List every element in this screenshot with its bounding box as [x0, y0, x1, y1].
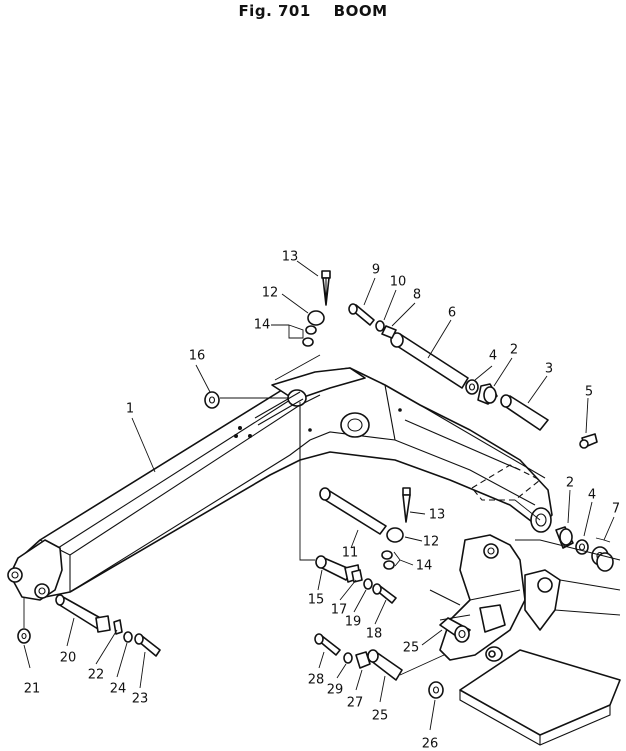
callout-2: 2 [510, 343, 518, 358]
bolt-13-upper [321, 270, 331, 306]
plate-22 [113, 619, 123, 635]
washer-24 [123, 631, 133, 643]
bolt-23 [134, 633, 161, 657]
nut-14d [383, 560, 395, 570]
callout-23: 23 [132, 692, 149, 707]
leader-lines [23, 260, 615, 731]
callout-12: 12 [423, 535, 440, 550]
bushing-2-upper [477, 383, 498, 405]
callout-29: 29 [327, 683, 344, 698]
callout-4: 4 [588, 488, 596, 503]
callout-7: 7 [612, 502, 620, 517]
bushing-2-lower [555, 526, 574, 549]
washer-4-upper [465, 379, 479, 395]
callout-16: 16 [189, 349, 206, 364]
callout-27: 27 [347, 696, 364, 711]
callout-25: 25 [372, 709, 389, 724]
collar-12-lower [386, 527, 404, 543]
pin-11 [319, 487, 387, 535]
bolt-9 [348, 303, 375, 326]
boom-body [7, 367, 553, 601]
callout-5: 5 [585, 385, 593, 400]
callout-26: 26 [422, 737, 439, 751]
callout-15: 15 [308, 593, 325, 608]
callout-12: 12 [262, 286, 279, 301]
washer-16 [204, 391, 220, 409]
callout-25: 25 [403, 641, 420, 656]
callout-14: 14 [254, 318, 271, 333]
callout-3: 3 [545, 362, 553, 377]
callout-8: 8 [413, 288, 421, 303]
nut-14c [381, 550, 393, 560]
nut-14a [305, 325, 317, 335]
plate-8 [381, 325, 397, 339]
callout-22: 22 [88, 668, 105, 683]
callout-4: 4 [489, 349, 497, 364]
bolt-28 [314, 633, 341, 656]
callout-10: 10 [390, 275, 407, 290]
callout-21: 21 [24, 682, 41, 697]
bolt-18 [372, 583, 397, 604]
callout-9: 9 [372, 263, 380, 278]
nut-14b [302, 337, 314, 347]
machine-frame [429, 534, 621, 746]
callout-24: 24 [110, 682, 127, 697]
callout-18: 18 [366, 627, 383, 642]
callout-13: 13 [282, 250, 299, 265]
figure-title: Fig. 701 BOOM [238, 2, 388, 20]
callout-labels: 1 2 2 3 4 4 5 6 7 8 9 10 11 12 12 13 13 … [24, 250, 620, 751]
collar-12-upper [307, 310, 325, 326]
pin-6 [390, 332, 469, 389]
callout-1: 1 [126, 402, 134, 417]
callout-19: 19 [345, 615, 362, 630]
callout-20: 20 [60, 651, 77, 666]
callout-2: 2 [566, 476, 574, 491]
callout-13: 13 [429, 508, 446, 523]
washer-19 [363, 578, 373, 590]
pin-3 [500, 394, 549, 431]
callout-14: 14 [416, 559, 433, 574]
washer-4-lower [575, 539, 589, 555]
plate-17 [351, 569, 363, 583]
washer-10 [375, 320, 385, 332]
washer-29 [343, 652, 353, 664]
callout-17: 17 [331, 603, 348, 618]
plate-27 [355, 651, 371, 669]
washer-21 [17, 628, 31, 644]
grease-fitting-5 [579, 433, 598, 449]
callout-28: 28 [308, 673, 325, 688]
bolt-13-lower [402, 487, 411, 523]
pin-15 [315, 555, 361, 583]
callout-6: 6 [448, 306, 456, 321]
pin-20 [55, 594, 111, 633]
washer-26 [428, 681, 444, 699]
callout-11: 11 [342, 546, 359, 561]
pin-25-lower [367, 649, 403, 681]
